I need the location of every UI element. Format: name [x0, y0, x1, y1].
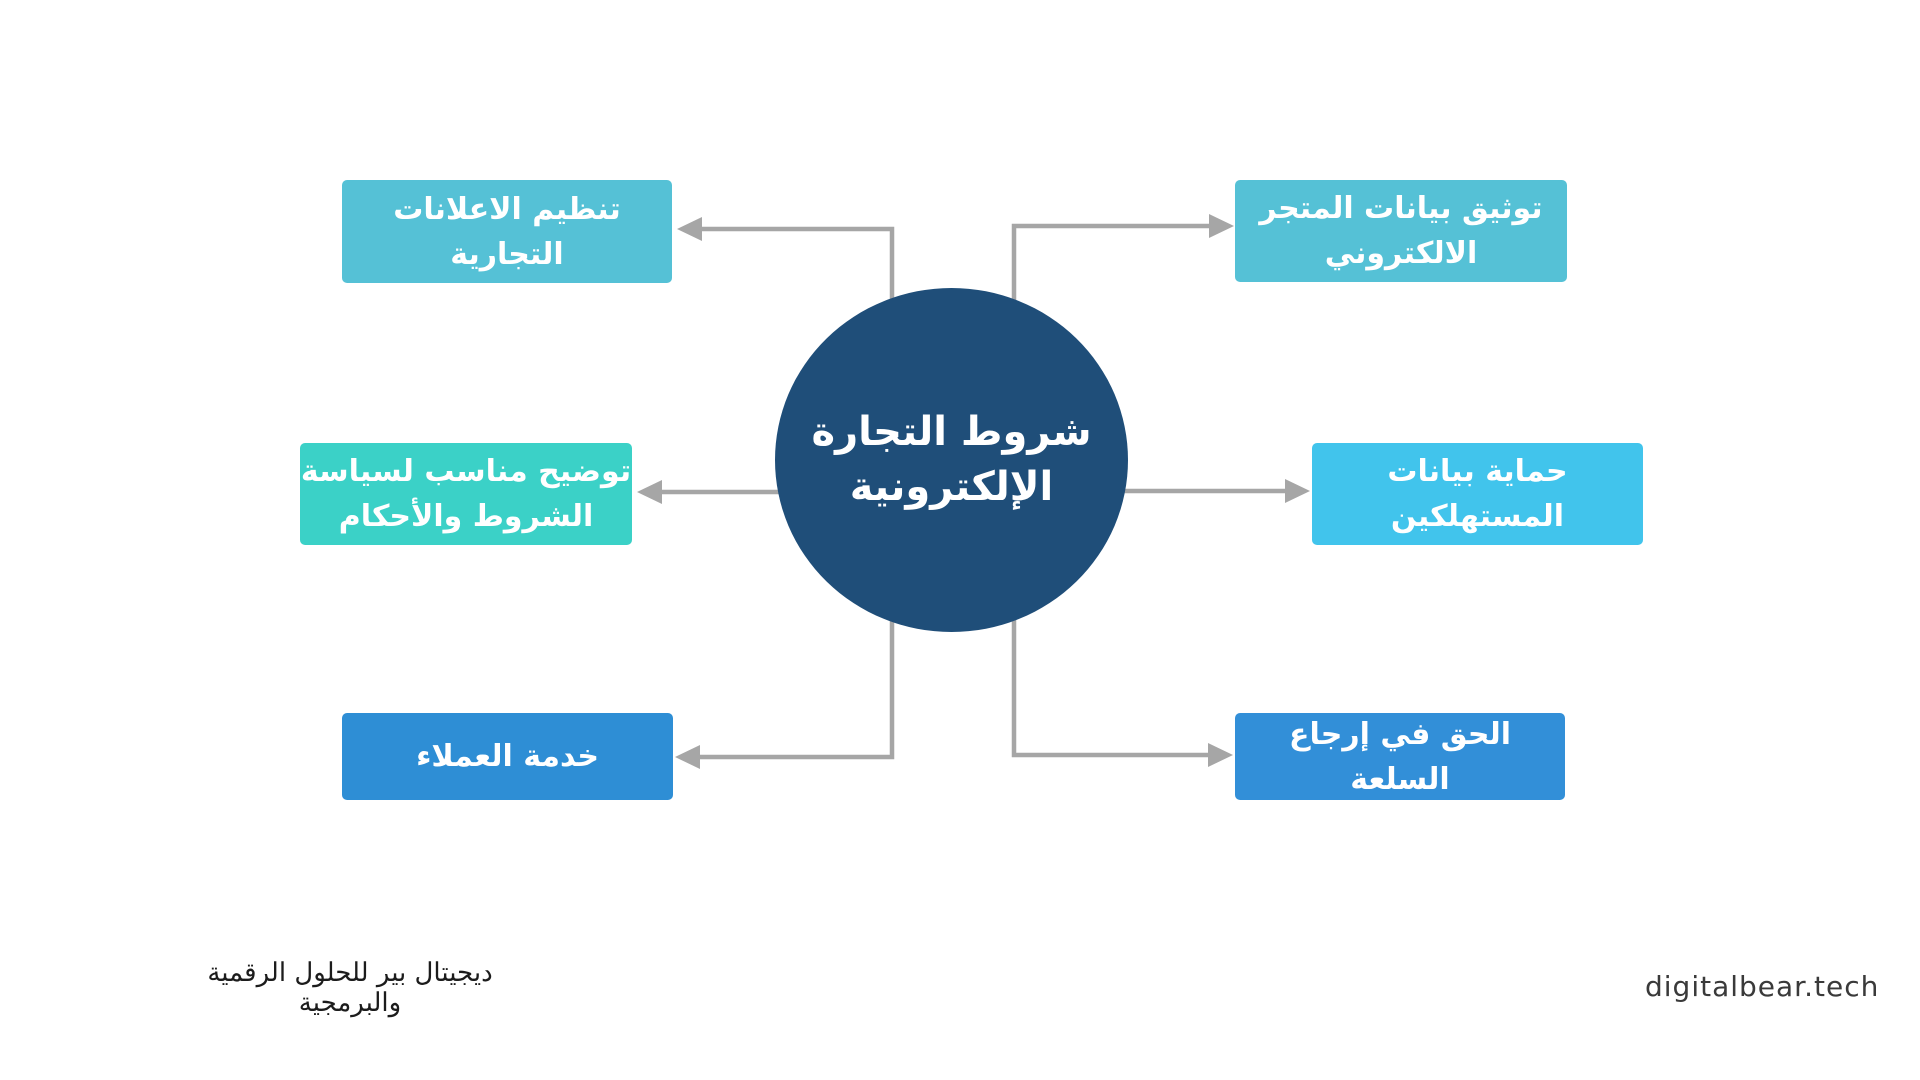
node-document-store-data: توثيق بيانات المتجر الالكتروني — [1235, 180, 1567, 282]
connector-middle-left — [637, 480, 790, 504]
node-label-line1: حماية بيانات — [1387, 454, 1568, 489]
node-label-line1: الحق في إرجاع السلعة — [1288, 716, 1512, 797]
node-protect-consumer-data: حماية بيانات المستهلكين — [1312, 443, 1643, 545]
central-topic-line2: الإلكترونية — [849, 464, 1054, 510]
connector-top-right — [1011, 214, 1234, 300]
central-topic-circle: شروط التجارة الإلكترونية — [775, 288, 1128, 632]
connector-bottom-left — [675, 620, 895, 769]
node-customer-service: خدمة العملاء — [342, 713, 673, 800]
node-right-to-return-goods: الحق في إرجاع السلعة — [1235, 713, 1565, 800]
node-label-line1: خدمة العملاء — [416, 739, 599, 774]
connector-middle-right — [1120, 479, 1310, 503]
node-clarify-terms-policy: توضيح مناسب لسياسة الشروط والأحكام — [300, 443, 632, 545]
node-regulate-commercial-ads: تنظيم الاعلانات التجارية — [342, 180, 672, 283]
footer-brand-arabic: ديجيتال بير للحلول الرقمية والبرمجية — [207, 958, 493, 1018]
footer-website-url: digitalbear.tech — [1645, 970, 1880, 1003]
node-label-line2: التجارية — [450, 236, 564, 272]
node-label-line2: المستهلكين — [1390, 499, 1565, 534]
connector-top-left — [677, 217, 895, 300]
connector-bottom-right — [1011, 620, 1233, 767]
node-label-line1: تنظيم الاعلانات — [393, 191, 621, 227]
node-label-line2: الالكتروني — [1324, 236, 1478, 271]
node-label-line1: توثيق بيانات المتجر — [1259, 191, 1543, 226]
node-label-line2: الشروط والأحكام — [338, 499, 594, 534]
node-label-line1: توضيح مناسب لسياسة — [300, 454, 632, 489]
central-topic-line1: شروط التجارة — [811, 408, 1092, 455]
